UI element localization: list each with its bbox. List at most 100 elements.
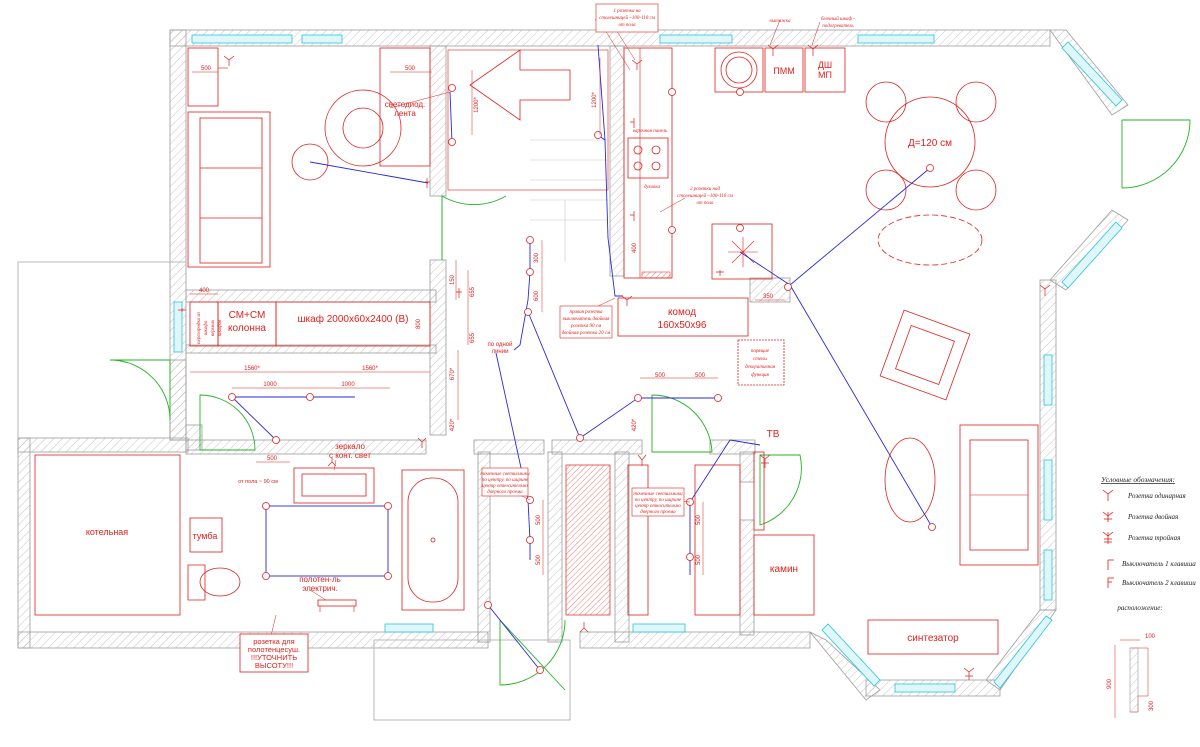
label-kamin: камин bbox=[770, 564, 798, 575]
dim-1560-b: 1560* bbox=[362, 366, 378, 372]
note-bath-3: центр относительно bbox=[482, 484, 528, 489]
dim-1000-b: 1000 bbox=[341, 382, 355, 388]
note-tumbler-2: выключатель двойная bbox=[563, 316, 611, 322]
staircase bbox=[447, 49, 609, 262]
dimension-lines bbox=[190, 58, 1149, 718]
note-vert-3: верхних bbox=[211, 319, 216, 336]
label-rozetka-2: полотенцесуш. bbox=[248, 645, 300, 654]
note-top-3: от пола bbox=[619, 23, 636, 28]
socket-triple-icon bbox=[1102, 531, 1114, 544]
dim-500-g: 500 bbox=[696, 514, 702, 525]
legend-item-4: Выключатель 1 клавиша bbox=[1122, 560, 1196, 568]
label-poloten: полотен-ль bbox=[299, 575, 341, 584]
note-bath-2: по центру, по ширине bbox=[482, 478, 529, 483]
note-vert-4: шкафов bbox=[218, 319, 223, 336]
dim-500-c: 500 bbox=[655, 373, 666, 379]
note-top-2: столешницей ~100-110 см bbox=[599, 15, 656, 21]
legend-item-3: Розетка тройная bbox=[1127, 534, 1180, 542]
note-hall-2: по центру, по ширине bbox=[635, 498, 682, 503]
dim-800: 800 bbox=[416, 318, 422, 329]
label-kotelnaya: котельная bbox=[86, 527, 128, 537]
note-tumbler-3: розетка 90 см bbox=[570, 324, 602, 329]
socket-single-icon bbox=[1102, 489, 1114, 501]
rozetka-note-box bbox=[239, 633, 309, 673]
dim-400-b: 400 bbox=[632, 242, 638, 253]
fixture-points bbox=[228, 84, 936, 674]
note-hall-4: дверного проема bbox=[640, 510, 676, 515]
label-po-odnoy: по одной bbox=[488, 341, 513, 348]
label-svetodiod: светодиод. bbox=[385, 100, 426, 109]
legend-title: Условные обозначения: bbox=[1101, 475, 1175, 484]
note-tumbler-4: двойная розетка 20 см bbox=[562, 330, 611, 336]
dim-655-b: 655 bbox=[470, 332, 476, 343]
note-vert-2: шкафа bbox=[204, 320, 209, 335]
dim-500-e: 500 bbox=[536, 514, 542, 525]
label-tv: ТВ bbox=[767, 429, 780, 440]
dim-670: 670* bbox=[450, 367, 456, 380]
dim-400-a: 400 bbox=[199, 288, 210, 294]
dim-600: 600 bbox=[534, 290, 540, 301]
note-tumbler-1: правая розетка bbox=[569, 310, 603, 315]
label-rozetka-4: ВЫСОТУ!!! bbox=[255, 661, 293, 670]
label-sintezator: синтезатор bbox=[907, 633, 959, 644]
label-tumba: тумба bbox=[193, 531, 218, 541]
note-dsh-2: подогреватель bbox=[822, 24, 854, 29]
label-ot-pola: от пола ~ 90 см bbox=[238, 479, 278, 485]
wiring bbox=[231, 44, 933, 671]
dim-500-d: 500 bbox=[695, 373, 706, 379]
note-kosmet-3: декоративная bbox=[745, 365, 776, 370]
dim-1560-a: 1560* bbox=[244, 366, 260, 372]
label-kont-svet: с конт. свет bbox=[329, 451, 371, 460]
dim-350: 350 bbox=[763, 294, 774, 300]
note-mid-1: 2 розетки над bbox=[690, 187, 720, 192]
note-varochnaya: варочная панель bbox=[633, 129, 668, 134]
dim-655-a: 655 bbox=[470, 286, 476, 297]
label-lenta: лента bbox=[394, 109, 416, 118]
label-kolonna: колонна bbox=[228, 323, 266, 334]
furniture bbox=[34, 47, 1039, 655]
switch-1-icon bbox=[1107, 559, 1114, 570]
note-dsh-1: блочный шкаф - bbox=[821, 16, 855, 22]
note-duhovka: духовка bbox=[644, 185, 661, 190]
small-notes: 1 розетка на столешницей ~100-110 см от … bbox=[197, 3, 855, 517]
legend-placement: расположение: bbox=[1116, 604, 1162, 612]
label-cm: СМ+СМ bbox=[229, 310, 266, 321]
note-mid-2: столешницей ~100-110 см bbox=[677, 193, 734, 199]
legend-item-1: Розетка одинарная bbox=[1127, 492, 1186, 500]
dimension-labels: 500 500 1200* 1200* 400 400 350 300 150 … bbox=[199, 66, 1156, 711]
walls bbox=[17, 29, 1129, 721]
label-table: Д=120 см bbox=[908, 138, 952, 149]
doors bbox=[109, 119, 1191, 691]
windows bbox=[173, 34, 1123, 693]
label-shkaf: шкаф 2000x60x2400 (В) bbox=[298, 313, 409, 325]
room-labels: котельная тумба СМ+СМ колонна шкаф 2000x… bbox=[86, 60, 959, 673]
note-kosmet-2: стены bbox=[753, 357, 768, 362]
dim-500-b: 500 bbox=[405, 66, 416, 72]
label-linii: линии bbox=[492, 349, 509, 355]
dim-150: 150 bbox=[450, 274, 456, 285]
dim-300: 300 bbox=[534, 252, 540, 263]
label-rozetka-1: розетка для bbox=[253, 637, 294, 646]
dim-500-f: 500 bbox=[536, 554, 542, 565]
socket-double-icon bbox=[1102, 511, 1114, 522]
note-mid-3: от пола bbox=[697, 201, 714, 206]
note-kosmet-4: функция bbox=[751, 373, 769, 378]
note-hall-3: центр относительно bbox=[635, 504, 681, 509]
legend-item-5: Выключатель 2 клавиши bbox=[1122, 579, 1196, 587]
note-bath-1: точечные светильники bbox=[480, 472, 530, 477]
note-bath-4: дверного проема bbox=[487, 490, 523, 495]
dim-1200-a: 1200* bbox=[474, 96, 480, 112]
note-vytyazhka: вытяжка bbox=[770, 19, 791, 24]
dim-1200-b: 1200* bbox=[592, 91, 598, 107]
dim-900: 900 bbox=[1107, 678, 1113, 689]
switch-2-icon bbox=[1107, 577, 1114, 588]
dim-500-h: 500 bbox=[696, 554, 702, 565]
dim-420-a: 420* bbox=[450, 418, 456, 431]
legend: Условные обозначения: Розетка одинарная … bbox=[1101, 475, 1196, 612]
note-top-1: 1 розетка на bbox=[613, 9, 641, 14]
dim-300-b: 300 bbox=[1149, 700, 1155, 711]
leader-lines bbox=[269, 19, 821, 641]
label-rozetka-3: !!!УТОЧНИТЬ bbox=[251, 653, 297, 662]
label-komod-size: 160x50x96 bbox=[658, 320, 707, 331]
